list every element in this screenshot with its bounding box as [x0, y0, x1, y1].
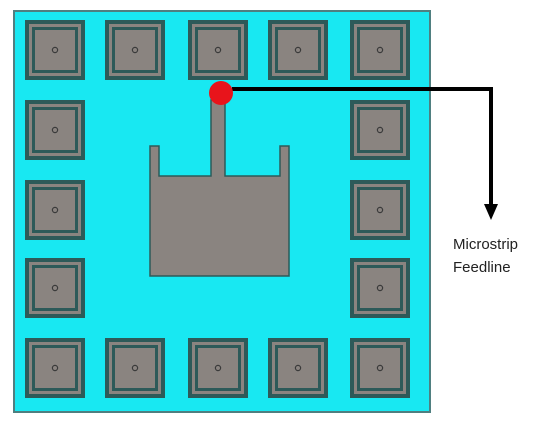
- patch-antenna: [149, 99, 290, 277]
- unit-cell-patch: [35, 110, 75, 150]
- via-icon: [51, 126, 59, 134]
- unit-cell-patch: [35, 30, 75, 70]
- unit-cell: [25, 180, 85, 240]
- callout-label-line-1: Microstrip: [453, 236, 519, 253]
- unit-cell: [105, 338, 165, 398]
- unit-cell-patch: [360, 30, 400, 70]
- unit-cell: [350, 180, 410, 240]
- unit-cell-patch: [278, 30, 318, 70]
- via-icon: [376, 206, 384, 214]
- via-icon: [294, 46, 302, 54]
- via-icon: [294, 364, 302, 372]
- unit-cell: [268, 338, 328, 398]
- unit-cells: [25, 20, 410, 398]
- via-icon: [376, 364, 384, 372]
- unit-cell: [350, 338, 410, 398]
- unit-cell: [188, 338, 248, 398]
- unit-cell: [25, 20, 85, 80]
- unit-cell-patch: [198, 348, 238, 388]
- unit-cell-patch: [35, 268, 75, 308]
- via-icon: [376, 46, 384, 54]
- via-icon: [51, 364, 59, 372]
- feedline-connector: [232, 87, 493, 210]
- unit-cell-patch: [360, 190, 400, 230]
- unit-cell-patch: [115, 30, 155, 70]
- unit-cell: [268, 20, 328, 80]
- unit-cell-patch: [198, 30, 238, 70]
- unit-cell-patch: [35, 190, 75, 230]
- unit-cell: [350, 20, 410, 80]
- via-icon: [214, 46, 222, 54]
- unit-cell: [25, 338, 85, 398]
- via-icon: [376, 126, 384, 134]
- via-icon: [51, 46, 59, 54]
- unit-cell-patch: [360, 268, 400, 308]
- unit-cell-patch: [115, 348, 155, 388]
- via-icon: [51, 206, 59, 214]
- via-icon: [214, 364, 222, 372]
- unit-cell-patch: [360, 348, 400, 388]
- via-icon: [131, 364, 139, 372]
- via-icon: [376, 284, 384, 292]
- feed-point-icon: [209, 81, 233, 105]
- callout-label-line-2: Feedline: [453, 259, 511, 276]
- unit-cell: [25, 258, 85, 318]
- unit-cell-patch: [35, 348, 75, 388]
- arrow-down-icon: [484, 204, 498, 220]
- unit-cell: [188, 20, 248, 80]
- unit-cell-patch: [360, 110, 400, 150]
- via-icon: [131, 46, 139, 54]
- unit-cell: [25, 100, 85, 160]
- unit-cell: [350, 100, 410, 160]
- unit-cell: [350, 258, 410, 318]
- unit-cell: [105, 20, 165, 80]
- unit-cell-patch: [278, 348, 318, 388]
- via-icon: [51, 284, 59, 292]
